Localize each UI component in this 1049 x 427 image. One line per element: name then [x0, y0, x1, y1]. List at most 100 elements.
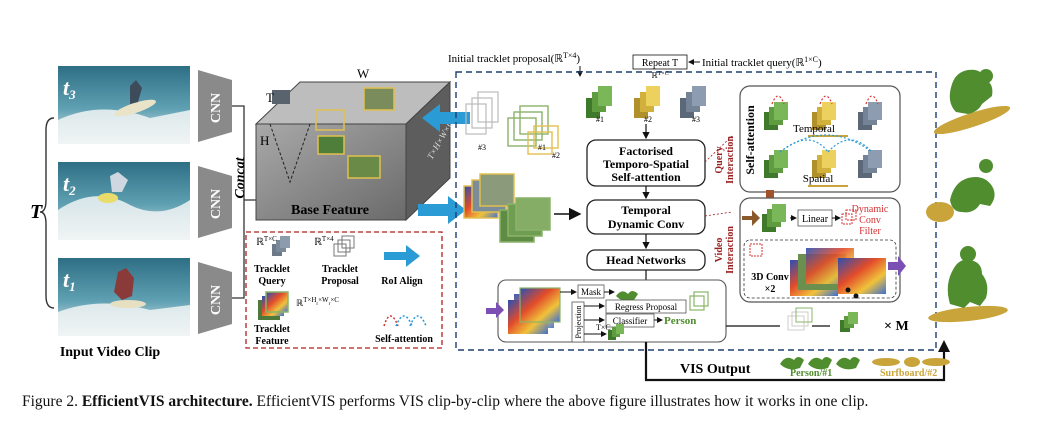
frame-t1-sub: 1 [69, 279, 76, 294]
mask-label: Mask [581, 287, 601, 297]
legend-proposal: ℝT×4 Tracklet Proposal [314, 235, 359, 287]
frame-t2: t2 [58, 162, 190, 240]
svg-text:QueryInteraction: QueryInteraction [714, 136, 736, 184]
t-label: T [266, 90, 274, 105]
concat-label: Concat [233, 156, 248, 198]
query-interaction-panel: QueryInteraction Self-attention Temporal… [704, 85, 901, 208]
query-3: #3 [680, 86, 706, 124]
svg-text:Feature: Feature [255, 336, 289, 347]
svg-text:Initial tracklet query(ℝ1×C): Initial tracklet query(ℝ1×C) [702, 55, 822, 69]
concat-bracket [232, 105, 256, 299]
svg-text:#2: #2 [644, 115, 652, 124]
base-feature-caption: Base Feature [291, 203, 369, 218]
legend-box: ℝT×C Tracklet Query ℝT×4 Tracklet Propos… [245, 231, 443, 349]
svg-text:Head Networks: Head Networks [606, 253, 686, 267]
head-block: Head Networks [586, 249, 706, 271]
roi-align-arrows [418, 104, 470, 224]
repeat-label: Repeat T [642, 58, 678, 69]
frame-t1-label: t [63, 267, 70, 292]
output-person-label: Person/#1 [790, 368, 832, 379]
query-1: #1 [586, 86, 612, 124]
query-2: #2 [634, 86, 660, 124]
svg-text:Self-attention: Self-attention [375, 334, 433, 345]
tdc-block: Temporal Dynamic Conv [586, 199, 706, 235]
frame-t2-sub: 2 [68, 183, 76, 198]
output-surfboard-masks: Surfboard/#2 [872, 357, 950, 379]
svg-text:Dynamic Conv: Dynamic Conv [608, 217, 684, 231]
svg-text:Factorised: Factorised [619, 144, 673, 158]
linear-label: Linear [802, 214, 829, 225]
cnn-label-3: CNN [209, 93, 224, 123]
svg-text:Query: Query [258, 276, 285, 287]
svg-text:Self-attention: Self-attention [611, 170, 681, 184]
svg-text:Tracklet: Tracklet [322, 264, 359, 275]
repeat-m-label: × M [884, 319, 909, 334]
vis-output: VIS Output Person/#1 Surfboard/#2 [644, 340, 950, 382]
video-interaction-panel: VideoInteraction Linear Dynamic Conv Fil… [704, 197, 906, 303]
silhouette-t3 [933, 69, 1011, 135]
conv3d-stack [790, 248, 886, 299]
svg-text:#3: #3 [692, 115, 700, 124]
w-label: W [357, 66, 370, 81]
filter-label-2: Conv [859, 215, 881, 226]
qi-cubes-top [764, 95, 882, 137]
svg-text:#1: #1 [596, 115, 604, 124]
output-person-masks: Person/#1 [780, 357, 860, 379]
conv3d-label-1: 3D Conv [751, 272, 789, 283]
svg-text:t2: t2 [63, 171, 76, 198]
qi-cubes-bottom [764, 134, 882, 187]
legend-self-attention: Self-attention [375, 315, 433, 345]
legend-query: ℝT×C Tracklet Query [254, 235, 291, 287]
svg-text:ℝT×4: ℝT×4 [314, 235, 334, 248]
svg-text:Proposal: Proposal [321, 276, 359, 287]
initial-query-label: Initial tracklet query(ℝ [702, 57, 804, 69]
tracklet-queries: #1 #2 #3 [586, 86, 706, 124]
svg-text:t3: t3 [63, 75, 76, 102]
svg-text:Tracklet: Tracklet [254, 324, 291, 335]
svg-text:t1: t1 [63, 267, 76, 294]
main-module-frame [455, 71, 937, 351]
svg-text:Temporal: Temporal [621, 203, 671, 217]
svg-text:ℝT×C: ℝT×C [651, 71, 668, 80]
svg-text:VideoInteraction: VideoInteraction [714, 226, 736, 274]
tracklet-proposals: #3 #1 #2 [465, 91, 560, 160]
txc-label: T×C [596, 323, 611, 332]
caption-prefix: Figure 2. [22, 393, 78, 410]
initial-proposal-label: Initial tracklet proposal(ℝ [448, 53, 563, 65]
head-detail-panel: Mask Projection Regress Proposal Classif… [486, 279, 727, 343]
frame-t3-sub: 3 [68, 87, 76, 102]
regress-label: Regress Proposal [615, 302, 678, 312]
filter-label-1: Dynamic [852, 204, 889, 215]
frame-t2-label: t [63, 171, 70, 196]
cnn-label-2: CNN [209, 189, 224, 219]
repeat-loop: × M [726, 307, 909, 334]
svg-text:ℝT×C: ℝT×C [256, 235, 277, 248]
caption-title: EfficientVIS architecture. [81, 393, 253, 410]
input-video-clip: T t3 t2 t1 CNN CNN [30, 66, 256, 360]
h-label: H [260, 133, 269, 148]
projection-label: Projection [574, 306, 583, 339]
svg-text:Initial tracklet proposal(ℝT×4: Initial tracklet proposal(ℝT×4) [448, 51, 580, 65]
svg-text:Tracklet: Tracklet [254, 264, 291, 275]
frame-t3-label: t [63, 75, 70, 100]
cnn-blocks: CNN CNN CNN [198, 70, 232, 334]
caption-text: EfficientVIS performs VIS clip-by-clip w… [256, 393, 869, 410]
input-caption: Input Video Clip [60, 345, 161, 360]
conv3d-label-2: ×2 [765, 284, 776, 295]
output-silhouettes [926, 69, 1011, 323]
output-surfboard-label: Surfboard/#2 [880, 368, 937, 379]
frame-t3: t3 [58, 66, 190, 144]
silhouette-t2 [926, 159, 995, 222]
vis-output-label: VIS Output [680, 362, 751, 377]
frame-t1: t1 [58, 258, 190, 336]
time-brace [39, 117, 55, 309]
spatial-label: Spatial [803, 173, 834, 185]
tracklet-features [463, 173, 551, 243]
t-brace-label: T [30, 201, 43, 223]
svg-text:Temporo-Spatial: Temporo-Spatial [603, 157, 690, 171]
classifier-label: Classifier [613, 316, 648, 326]
svg-text:ℝT×Hr×Wr×C: ℝT×Hr×Wr×C [296, 296, 339, 308]
proposal-2-label: #2 [552, 151, 560, 160]
cnn-label-1: CNN [209, 285, 224, 315]
